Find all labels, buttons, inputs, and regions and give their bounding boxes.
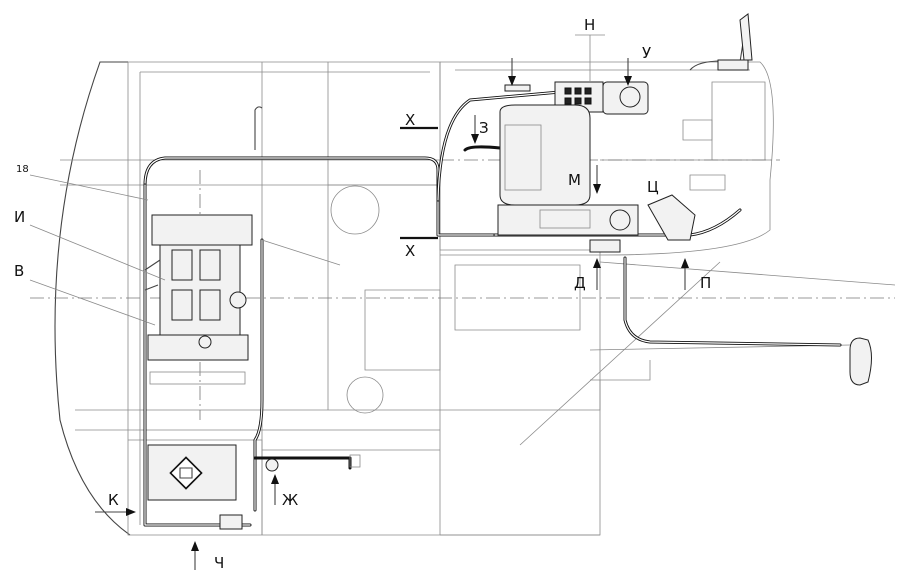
battery-logo-icon	[169, 456, 203, 490]
engine-wire-stubs	[144, 259, 161, 291]
cab-outline	[440, 61, 774, 256]
callout-Ch: Ч	[214, 554, 224, 572]
battery-disconnect-switch	[219, 514, 243, 530]
callout-18: 18	[16, 164, 29, 175]
engine-cylinder-4	[199, 289, 221, 321]
upper-frame-top	[128, 61, 441, 100]
view-arrow-Z	[471, 115, 479, 144]
callout-P: П	[700, 274, 711, 292]
cab-small-box	[682, 119, 713, 141]
console-knob	[609, 209, 631, 231]
hole-upper	[330, 185, 380, 235]
boom-top-edge	[599, 261, 896, 286]
callout-Ts: Ц	[647, 178, 659, 196]
cab-pedal	[689, 174, 726, 191]
cab-window	[711, 81, 766, 161]
battery-bay	[128, 439, 263, 535]
work-light-lamp	[849, 337, 872, 386]
view-arrow-M	[593, 165, 601, 194]
engine-top-plate	[151, 214, 253, 246]
engine-cylinder-3	[171, 289, 193, 321]
dome-light	[504, 84, 531, 92]
main-harness	[143, 29, 842, 527]
leader-V	[29, 279, 156, 326]
engine-base	[147, 334, 249, 361]
lower-right-frame	[440, 380, 601, 536]
seat-cushion	[504, 124, 542, 191]
leader-18	[29, 174, 149, 201]
view-arrow-K	[95, 508, 136, 516]
callout-V: В	[14, 262, 24, 280]
operator-seat	[499, 104, 591, 206]
view-arrow-P	[681, 258, 689, 290]
hole-lower	[346, 376, 384, 414]
harness-boom-light	[623, 256, 842, 347]
view-arrow-D	[593, 258, 601, 290]
starter	[198, 335, 212, 349]
ground-terminal	[265, 458, 279, 472]
callout-X-bottom: Х	[405, 242, 415, 260]
leader-engine-diag	[261, 239, 341, 266]
connector-d	[589, 239, 621, 253]
view-arrow-Zh	[271, 474, 279, 505]
boom-step	[590, 360, 651, 381]
centre-block-2	[454, 264, 581, 331]
view-arrow-Ch	[191, 541, 199, 570]
boom-diagonal	[519, 261, 721, 446]
view-arrow-U	[624, 58, 632, 86]
centre-block-1	[364, 289, 441, 371]
mirror-bracket	[717, 59, 749, 71]
harness-vertical-stub	[254, 106, 263, 150]
machine-frame	[54, 61, 896, 536]
work-light	[849, 337, 872, 386]
harness-seat	[463, 145, 502, 152]
battery-box	[147, 444, 361, 530]
mirror	[739, 13, 753, 61]
leader-I	[29, 224, 166, 281]
callout-I: И	[14, 208, 25, 226]
terminal-tab	[349, 454, 361, 468]
callout-N: Н	[584, 16, 595, 34]
leaders	[29, 34, 689, 570]
engine-skid	[149, 371, 246, 385]
cab-components	[497, 13, 753, 253]
callout-U: У	[642, 44, 651, 62]
callout-labels: 18 И В Н У З Х Х М Ц Д П К Ж Ч	[14, 16, 711, 572]
harness-engine-right	[253, 238, 264, 512]
callout-Z: З	[479, 119, 489, 137]
engine-assembly	[144, 214, 253, 385]
callout-K: К	[108, 491, 119, 509]
turntable-box	[328, 184, 601, 411]
counterweight-outline	[54, 61, 131, 536]
engine-cylinder-2	[199, 249, 221, 281]
control-lever	[647, 194, 696, 241]
wiper-motor-hub	[619, 86, 641, 108]
console-panel	[539, 209, 591, 229]
callout-M: М	[568, 171, 581, 189]
engine-cylinder-1	[171, 249, 193, 281]
callout-X-top: Х	[405, 111, 415, 129]
callout-D: Д	[574, 274, 586, 292]
alternator	[229, 291, 247, 309]
view-arrow-N	[508, 58, 516, 86]
callout-Zh: Ж	[282, 491, 298, 509]
